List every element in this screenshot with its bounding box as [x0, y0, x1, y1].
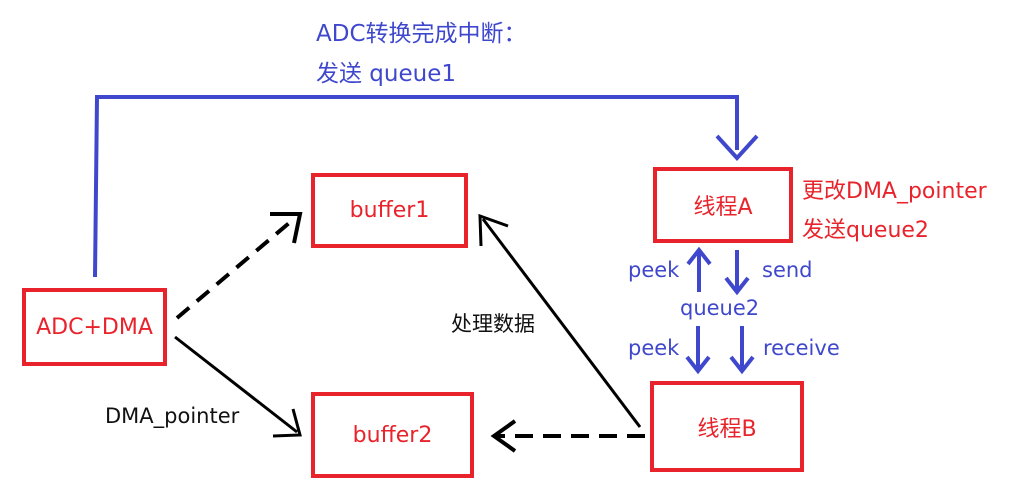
queue1-arrowhead	[715, 134, 759, 161]
queue1-connector	[93, 95, 739, 278]
label-send: send	[762, 258, 813, 282]
peek-top-arrowhead	[686, 246, 712, 266]
adc-to-buffer1-arrowhead	[270, 212, 303, 244]
node-buffer1: buffer1	[311, 173, 468, 248]
send-arrowhead	[724, 276, 750, 296]
receive-arrowhead	[729, 355, 755, 375]
thread-b-to-buffer1-arrowhead	[478, 213, 509, 247]
interrupt-note-line1: ADC转换完成中断：	[316, 21, 527, 47]
node-thread-b: 线程B	[650, 381, 804, 472]
node-buffer2: buffer2	[311, 392, 474, 478]
thread-b-to-buffer1-arrow	[481, 218, 642, 428]
node-adc-dma: ADC+DMA	[22, 288, 167, 366]
adc-to-buffer2-arrowhead	[272, 408, 302, 438]
thread-a-note-line2: 发送queue2	[802, 218, 929, 243]
label-queue2: queue2	[680, 296, 760, 320]
thread-a-note-line1: 更改DMA_pointer	[802, 179, 987, 204]
label-peek-top: peek	[628, 258, 680, 282]
adc-to-buffer1-dashed-arrow	[175, 216, 297, 320]
adc-to-buffer2-arrow	[174, 335, 298, 434]
label-dma-pointer: DMA_pointer	[105, 404, 240, 428]
label-peek-bottom: peek	[628, 336, 680, 360]
peek-bottom-arrowhead	[685, 355, 711, 375]
label-process-data: 处理数据	[451, 312, 535, 336]
node-thread-a: 线程A	[653, 167, 793, 243]
label-receive: receive	[763, 336, 840, 360]
thread-b-to-buffer2-arrowhead	[490, 419, 517, 453]
interrupt-note-line2: 发送 queue1	[316, 61, 456, 87]
